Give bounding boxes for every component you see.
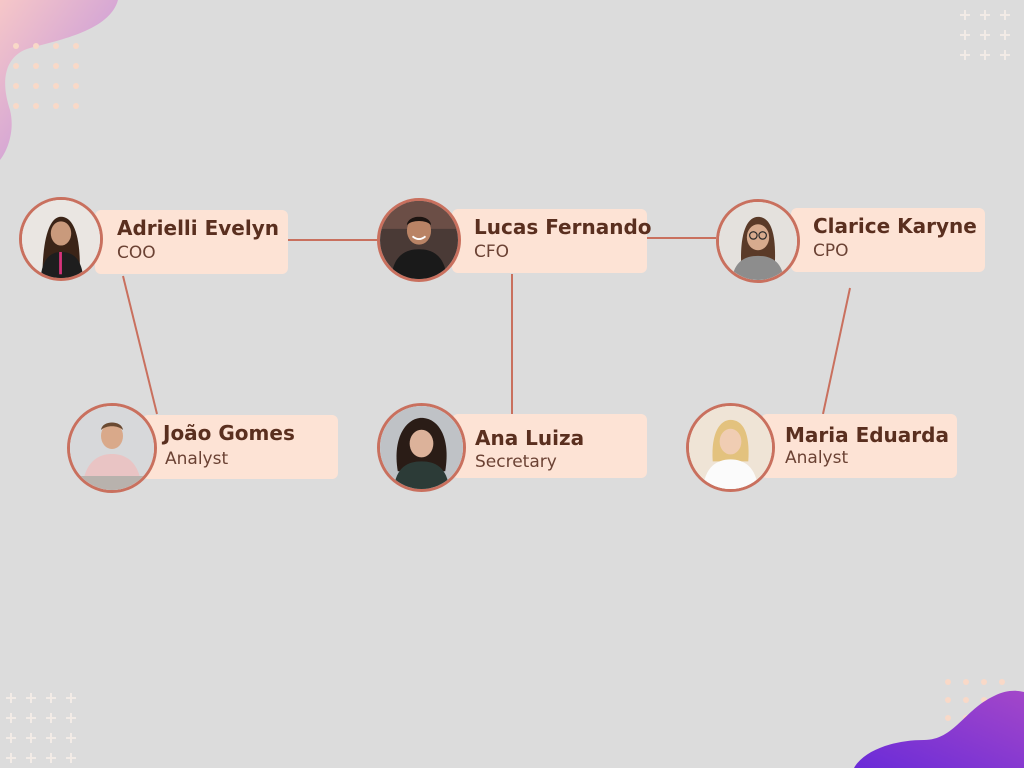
avatar-adrielli [19,197,103,281]
top-right-plus-pattern [960,10,1010,60]
avatar-clarice [716,199,800,283]
person-name: Adrielli Evelyn [117,216,280,240]
person-role: CFO [474,242,510,262]
avatar-ana [377,403,466,492]
avatar-lucas [377,198,461,282]
person-role: Secretary [475,452,557,472]
top-left-dot-pattern [13,43,79,109]
bottom-left-plus-pattern [6,693,76,763]
woman-curly-hair-photo [380,406,463,489]
person-role: Analyst [785,448,849,468]
org-card-clarice: Clarice Karyne CPO [791,208,985,272]
person-name: Lucas Fernando [474,215,652,239]
man-pink-shirt-photo [70,406,154,490]
avatar-joao [67,403,157,493]
man-smiling-dark-shirt-photo [380,201,458,279]
person-name: Clarice Karyne [813,214,977,238]
woman-with-glasses-photo [719,202,797,280]
top-left-blob-decoration [0,0,118,160]
person-name: Maria Eduarda [785,423,949,447]
org-card-adrielli: Adrielli Evelyn COO [95,210,288,274]
connector-adrielli-joao [122,275,158,415]
person-name: João Gomes [163,421,295,445]
blonde-woman-white-shirt-photo [689,406,772,489]
avatar-maria [686,403,775,492]
person-name: Ana Luiza [475,426,585,450]
woman-with-long-dark-hair-photo [22,200,100,278]
org-card-joao: João Gomes Analyst [142,415,338,479]
org-card-ana: Ana Luiza Secretary [452,414,647,478]
person-role: Analyst [165,449,229,469]
person-role: CPO [813,241,849,261]
org-card-maria: Maria Eduarda Analyst [761,414,957,478]
bottom-right-blob-decoration [854,690,1024,768]
person-role: COO [117,243,156,263]
org-card-lucas: Lucas Fernando CFO [452,209,652,273]
connector-clarice-maria [822,287,851,415]
